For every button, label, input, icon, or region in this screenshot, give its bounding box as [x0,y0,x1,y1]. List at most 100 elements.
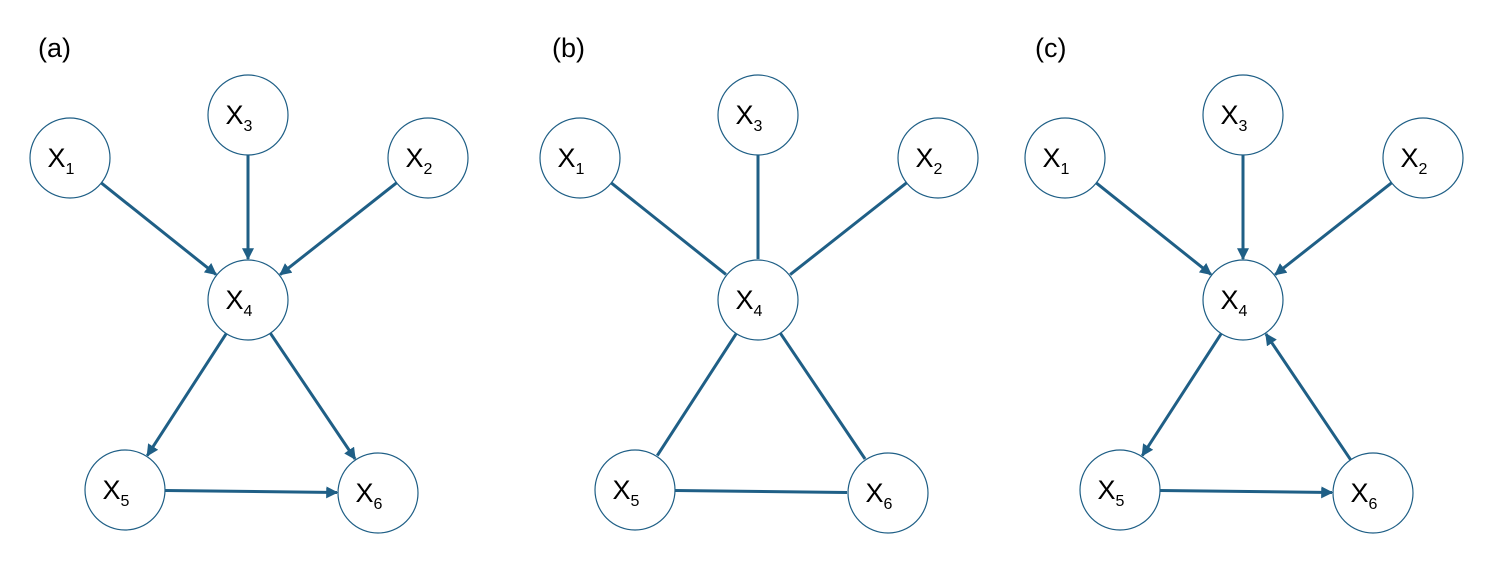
node-x3: X3 [1202,74,1284,156]
node-subscript: 6 [374,496,383,513]
node-circle [1332,452,1414,534]
node-label: X1 [558,143,585,178]
node-letter: X [48,143,66,173]
node-subscript: 6 [884,496,893,513]
node-subscript: 5 [631,493,640,510]
node-label: X4 [226,285,253,320]
node-circle [207,74,289,156]
node-letter: X [1351,478,1369,508]
node-label: X6 [356,478,383,513]
node-x4: X4 [1202,259,1284,341]
node-subscript: 3 [1239,118,1248,135]
node-subscript: 2 [1419,161,1428,178]
node-label: X5 [613,475,640,510]
node-subscript: 1 [66,161,75,178]
node-letter: X [613,475,631,505]
edge-x4-x5 [656,332,738,457]
node-subscript: 5 [1116,493,1125,510]
node-letter: X [736,285,754,315]
node-letter: X [558,143,576,173]
node-letter: X [916,143,934,173]
node-circle [717,74,799,156]
node-circle [1079,449,1161,531]
node-label: X5 [103,475,130,510]
node-subscript: 1 [576,161,585,178]
node-subscript: 2 [934,161,943,178]
node-subscript: 3 [244,118,253,135]
node-circle [594,449,676,531]
node-label: X2 [916,143,943,178]
node-x5: X5 [84,449,166,531]
node-circle [207,259,289,341]
node-subscript: 4 [244,303,253,320]
node-circle [847,452,929,534]
edge-x6-x4 [1264,333,1352,461]
node-x2: X2 [387,117,469,199]
node-circle [387,117,469,199]
node-x2: X2 [897,117,979,199]
node-label: X4 [736,285,763,320]
node-x1: X1 [539,117,621,199]
node-x4: X4 [717,259,799,341]
node-circle [1024,117,1106,199]
node-letter: X [103,475,121,505]
node-subscript: 4 [1239,303,1248,320]
node-letter: X [226,285,244,315]
node-label: X1 [48,143,75,178]
node-subscript: 2 [424,161,433,178]
node-x5: X5 [1079,449,1161,531]
node-label: X3 [1221,100,1248,135]
edge-x1-x4 [610,181,727,276]
edge-x5-x6 [674,488,848,495]
node-x2: X2 [1382,117,1464,199]
edge-x5-x6 [164,486,339,499]
node-label: X3 [736,100,763,135]
edge-group [1095,155,1393,499]
node-label: X6 [866,478,893,513]
edge-x4-x5 [146,332,228,457]
node-label: X5 [1098,475,1125,510]
node-circle [84,449,166,531]
node-letter: X [1221,100,1239,130]
edge-group [100,155,398,499]
node-label: X1 [1043,143,1070,178]
node-circle [337,452,419,534]
node-x6: X6 [337,452,419,534]
node-subscript: 1 [1061,161,1070,178]
node-circle [29,117,111,199]
node-circle [1202,74,1284,156]
node-x3: X3 [717,74,799,156]
node-letter: X [1043,143,1061,173]
node-x1: X1 [1024,117,1106,199]
node-circle [1382,117,1464,199]
node-circle [1202,259,1284,341]
panel-label: (c) [1035,33,1066,63]
node-letter: X [406,143,424,173]
node-label: X4 [1221,285,1248,320]
node-x6: X6 [847,452,929,534]
edge-x1-x4 [1095,181,1212,276]
edge-x2-x4 [789,181,908,276]
node-x6: X6 [1332,452,1414,534]
node-letter: X [1221,285,1239,315]
node-circle [897,117,979,199]
node-circle [717,259,799,341]
edge-x1-x4 [100,181,217,276]
node-subscript: 6 [1369,496,1378,513]
edge-group [610,155,908,495]
node-letter: X [736,100,754,130]
node-subscript: 5 [121,493,130,510]
edge-x5-x6 [1159,486,1334,499]
edge-x4-x6 [269,332,357,460]
node-x1: X1 [29,117,111,199]
panel-label: (b) [552,33,585,63]
edge-x2-x4 [1274,181,1393,276]
panel-label: (a) [38,33,71,63]
node-label: X6 [1351,478,1378,513]
